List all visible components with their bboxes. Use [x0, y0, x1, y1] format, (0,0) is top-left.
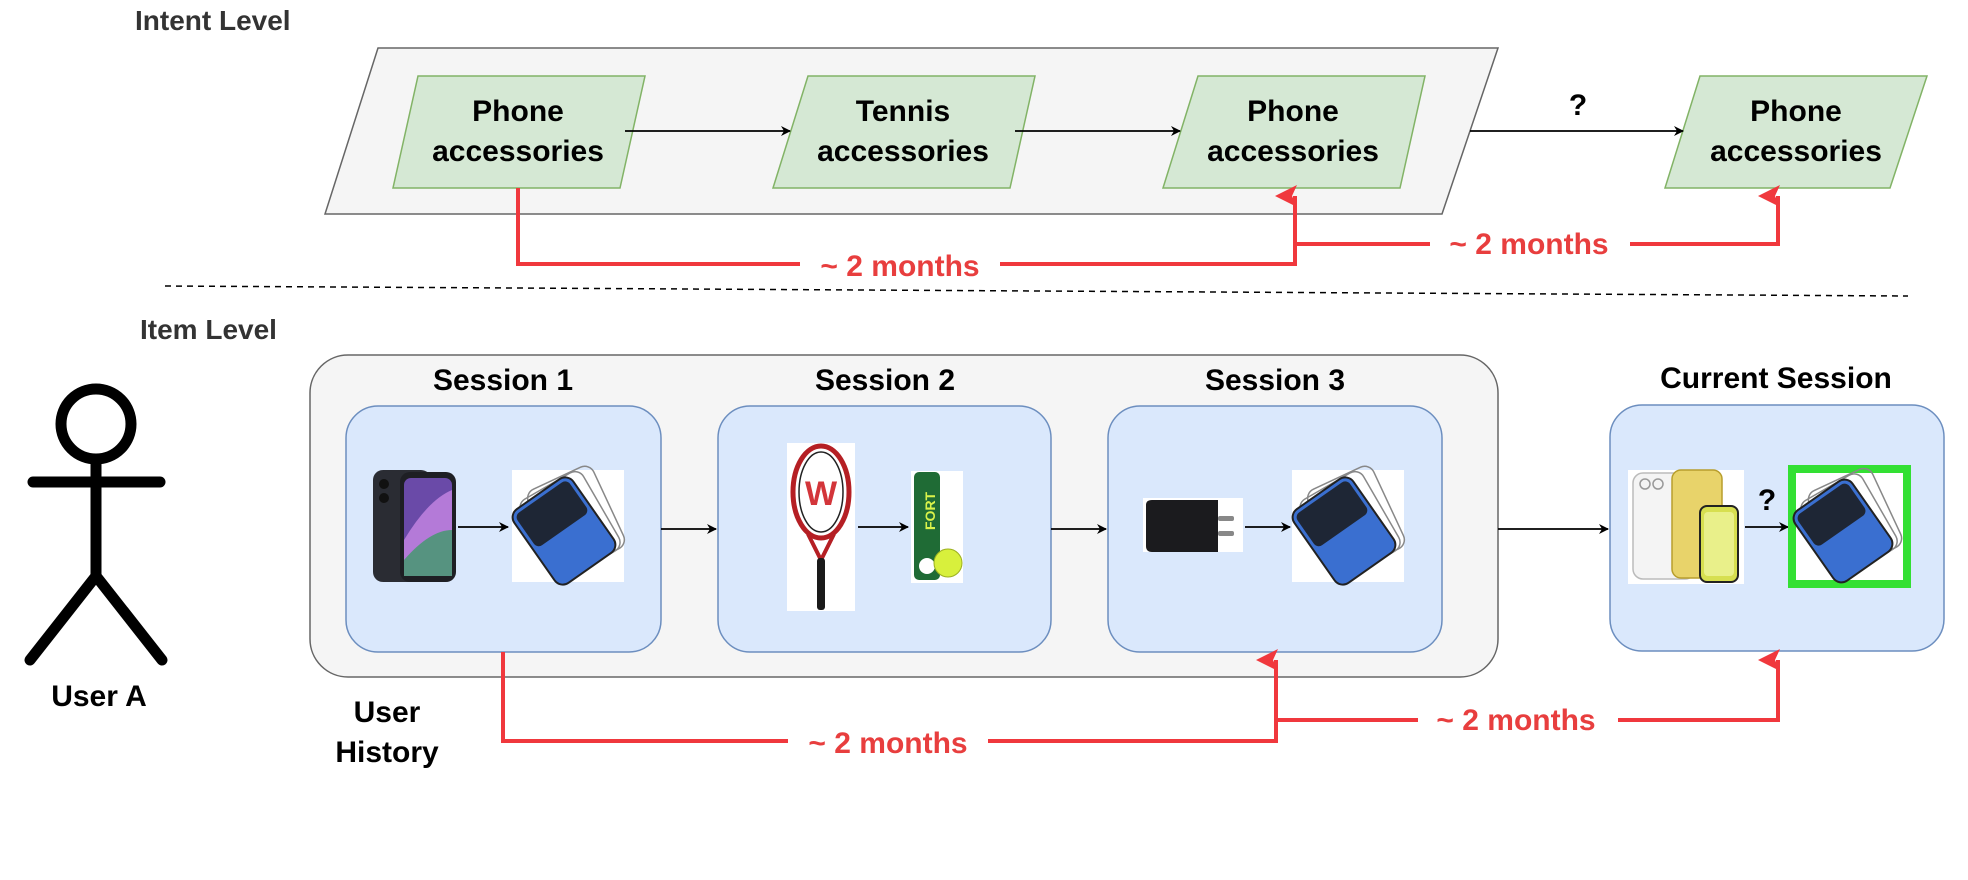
intent-level-label: Intent Level	[135, 5, 291, 36]
svg-text:W: W	[805, 475, 838, 513]
item-gap-label: ~ 2 months	[808, 727, 967, 760]
intent-node-line1: Phone	[472, 95, 564, 128]
tennis-racket-icon: W	[787, 443, 855, 611]
user-icon	[24, 383, 168, 666]
smartphone-icon	[373, 470, 456, 582]
intent-node-line1: Tennis	[856, 95, 950, 128]
user-label: User A	[51, 680, 147, 713]
intent-node: Tennis accessories	[771, 75, 1036, 189]
intent-node-line2: accessories	[1710, 135, 1882, 168]
predicted-screen-protector-icon	[1788, 465, 1911, 588]
phone-case-icon	[1628, 469, 1744, 584]
session-title: Current Session	[1660, 362, 1892, 395]
intent-gap-label: ~ 2 months	[1449, 228, 1608, 261]
item-gap-label: ~ 2 months	[1436, 704, 1595, 737]
intent-node-line2: accessories	[1207, 135, 1379, 168]
phone-charger-icon	[1143, 498, 1243, 552]
screen-protector-icon	[511, 465, 626, 586]
screen-protector-icon	[1291, 465, 1406, 586]
intent-node: Phone accessories	[392, 75, 646, 189]
session-box	[717, 405, 1052, 653]
intent-node-line1: Phone	[1750, 95, 1842, 128]
item-level-label: Item Level	[140, 314, 277, 345]
intent-gap-label: ~ 2 months	[820, 250, 979, 283]
user-history-label: User	[354, 696, 421, 729]
intent-node-line2: accessories	[432, 135, 604, 168]
svg-text:FORT: FORT	[922, 491, 938, 530]
level-divider	[164, 285, 1909, 297]
intent-node-line1: Phone	[1247, 95, 1339, 128]
session-title: Session 2	[815, 364, 955, 397]
session-title: Session 1	[433, 364, 573, 397]
unknown-intent-question-mark: ?	[1569, 89, 1587, 122]
unknown-item-question-mark: ?	[1758, 484, 1776, 517]
intent-node-line2: accessories	[817, 135, 989, 168]
tennis-balls-icon: FORT	[911, 471, 963, 583]
intent-node-target: Phone accessories	[1663, 75, 1929, 189]
user-history-label: History	[335, 736, 439, 769]
intent-node: Phone accessories	[1161, 75, 1426, 189]
session-title: Session 3	[1205, 364, 1345, 397]
